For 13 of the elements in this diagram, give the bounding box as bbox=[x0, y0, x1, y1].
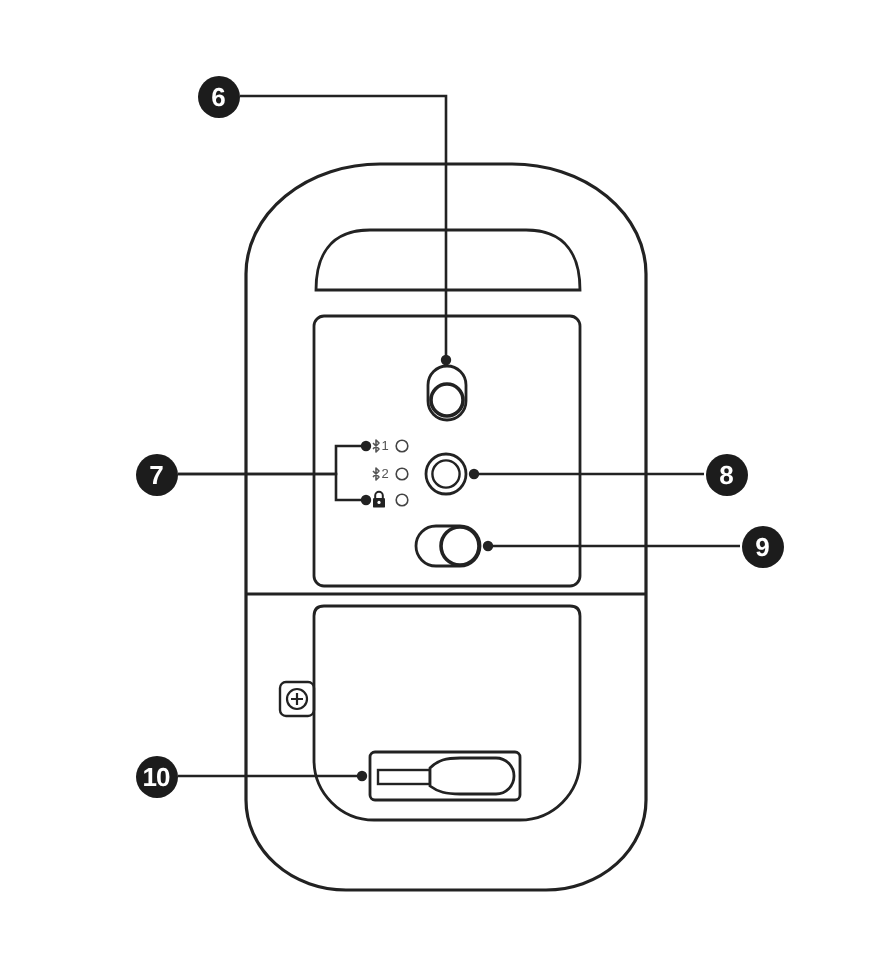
leader-line bbox=[178, 770, 368, 782]
callout-number: 7 bbox=[135, 453, 177, 495]
leader-line bbox=[468, 468, 704, 480]
callout-number: 6 bbox=[197, 75, 239, 117]
toggle-switch bbox=[426, 360, 470, 424]
leader-line bbox=[178, 472, 372, 506]
callout-number: 9 bbox=[741, 525, 783, 567]
lock-icon bbox=[370, 490, 386, 510]
leader-line bbox=[240, 94, 452, 366]
callout-number: 8 bbox=[705, 453, 747, 495]
callout-number: 10 bbox=[135, 755, 177, 797]
leader-line bbox=[482, 540, 740, 552]
bluetooth-icon bbox=[370, 438, 382, 454]
